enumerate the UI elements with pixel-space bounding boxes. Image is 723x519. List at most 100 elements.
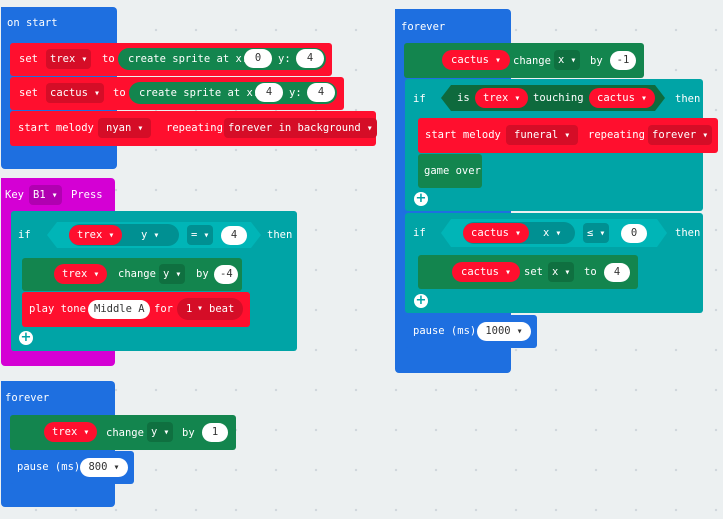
add-else-plus-icon[interactable]: + xyxy=(414,191,428,206)
touching-label: touching xyxy=(533,92,584,104)
melody-dropdown[interactable]: nyan xyxy=(98,118,152,138)
pause-ms-dropdown[interactable]: 1000 ▾ xyxy=(477,322,531,341)
create-sprite-reporter[interactable]: create sprite at x: 0 y: 4 xyxy=(118,48,326,70)
property-dropdown[interactable]: x xyxy=(539,223,565,243)
y-label: y: xyxy=(278,53,291,65)
trex-variable-dropdown[interactable]: trex xyxy=(44,422,98,442)
start-melody-block[interactable]: start melody nyan repeating forever in b… xyxy=(10,111,377,146)
is-label: is xyxy=(457,92,470,104)
note-input[interactable]: Middle A xyxy=(88,300,150,319)
trex-reporter[interactable]: trex y xyxy=(69,224,179,246)
cactus-reporter[interactable]: cactus x xyxy=(463,222,575,244)
game-over-label: game over xyxy=(424,165,481,177)
by-label: by xyxy=(590,55,603,67)
property-dropdown[interactable]: y xyxy=(159,264,186,284)
start-melody-label: start melody xyxy=(425,129,501,141)
create-sprite-label: create sprite at x: xyxy=(128,53,249,65)
set-value-input[interactable]: 4 xyxy=(604,263,630,282)
pause-value: 1000 xyxy=(485,325,511,337)
change-value-input[interactable]: 1 xyxy=(202,423,228,442)
by-label: by xyxy=(182,427,195,439)
compare-condition[interactable]: trex y = 4 xyxy=(47,222,261,248)
set-label: set xyxy=(524,266,543,278)
change-label: change xyxy=(118,268,156,280)
property-dropdown[interactable]: x xyxy=(548,262,575,282)
add-else-plus-icon[interactable]: + xyxy=(414,293,428,308)
operator-dropdown[interactable]: = xyxy=(187,225,213,245)
change-value-input[interactable]: -1 xyxy=(610,51,636,70)
cactus-variable-dropdown[interactable]: cactus xyxy=(442,50,510,70)
to-label: to xyxy=(113,87,126,99)
x-value-input[interactable]: 4 xyxy=(255,83,283,102)
create-sprite-label: create sprite at x: xyxy=(139,87,260,99)
touching-condition[interactable]: is trex touching cactus xyxy=(441,85,665,111)
for-label: for xyxy=(154,303,173,315)
if-label: if xyxy=(413,227,426,239)
play-tone-label: play tone xyxy=(29,303,86,315)
repeat-mode-dropdown[interactable]: forever in background xyxy=(224,118,377,138)
trex-variable-dropdown[interactable]: trex xyxy=(46,49,92,69)
start-melody-funeral-block[interactable]: start melody funeral repeating forever xyxy=(418,118,718,153)
to-label: to xyxy=(584,266,597,278)
change-cactus-x-block[interactable]: cactus change x by -1 xyxy=(404,43,644,78)
beat-dropdown[interactable]: 1 ▾ beat xyxy=(177,298,243,320)
then-label: then xyxy=(267,229,293,241)
x-value-input[interactable]: 0 xyxy=(244,49,272,68)
trex-variable-dropdown[interactable]: trex xyxy=(475,88,528,108)
y-label: y: xyxy=(289,87,302,99)
pause-label: pause (ms) xyxy=(413,325,477,337)
key-label: Key xyxy=(5,189,24,201)
compare-condition[interactable]: cactus x ≤ 0 xyxy=(441,219,667,247)
compare-value-input[interactable]: 4 xyxy=(221,226,247,245)
set-label: set xyxy=(19,53,38,65)
start-melody-label: start melody xyxy=(18,122,94,134)
to-label: to xyxy=(102,53,115,65)
repeating-label: repeating xyxy=(588,129,645,141)
then-label: then xyxy=(675,93,701,105)
press-label: Press xyxy=(71,189,103,201)
cactus-variable-dropdown[interactable]: cactus xyxy=(452,262,520,282)
forever-label: forever xyxy=(5,392,50,404)
pause-block-left[interactable]: pause (ms) 800 ▾ xyxy=(10,451,134,484)
chevron-down-icon: ▾ xyxy=(107,462,120,473)
cactus-variable-dropdown[interactable]: cactus xyxy=(589,88,655,108)
melody-dropdown[interactable]: funeral xyxy=(506,125,579,145)
property-dropdown[interactable]: x xyxy=(554,50,581,70)
set-cactus-block[interactable]: set cactus to create sprite at x: 4 y: 4 xyxy=(10,77,344,110)
set-cactus-x-block[interactable]: cactus set x to 4 xyxy=(418,255,638,289)
create-sprite-reporter[interactable]: create sprite at x: 4 y: 4 xyxy=(129,82,337,104)
pause-ms-dropdown[interactable]: 800 ▾ xyxy=(80,458,128,477)
change-label: change xyxy=(513,55,551,67)
change-trex-y-block[interactable]: trex change y by 1 xyxy=(10,415,236,450)
property-dropdown[interactable]: y xyxy=(137,225,163,245)
button-dropdown[interactable]: B1 xyxy=(29,185,62,205)
pause-value: 800 xyxy=(88,461,108,473)
beat-label: beat xyxy=(209,303,235,315)
trex-variable-dropdown[interactable]: trex xyxy=(54,264,108,284)
if-label: if xyxy=(18,229,31,241)
pause-label: pause (ms) xyxy=(17,461,81,473)
compare-value-input[interactable]: 0 xyxy=(621,224,647,243)
if-label: if xyxy=(413,93,426,105)
set-label: set xyxy=(19,87,38,99)
operator-dropdown[interactable]: ≤ xyxy=(583,223,609,243)
game-over-block[interactable]: game over xyxy=(418,154,482,188)
y-value-input[interactable]: 4 xyxy=(307,83,335,102)
play-tone-block[interactable]: play tone Middle A for 1 ▾ beat xyxy=(22,292,250,327)
repeat-mode-dropdown[interactable]: forever xyxy=(648,125,713,145)
change-trex-block[interactable]: trex change y by -4 xyxy=(22,258,242,291)
on-start-label: on start xyxy=(7,17,58,29)
trex-variable-dropdown[interactable]: trex xyxy=(69,225,122,245)
set-trex-block[interactable]: set trex to create sprite at x: 0 y: 4 xyxy=(10,43,332,76)
y-value-input[interactable]: 4 xyxy=(296,49,324,68)
add-else-plus-icon[interactable]: + xyxy=(19,330,33,345)
cactus-variable-dropdown[interactable]: cactus xyxy=(463,223,529,243)
pause-block-right[interactable]: pause (ms) 1000 ▾ xyxy=(405,315,537,348)
change-value-input[interactable]: -4 xyxy=(214,265,238,284)
chevron-down-icon: ▾ xyxy=(197,303,204,314)
repeating-label: repeating xyxy=(166,122,223,134)
cactus-variable-dropdown[interactable]: cactus xyxy=(46,83,104,103)
then-label: then xyxy=(675,227,701,239)
property-dropdown[interactable]: y xyxy=(147,422,174,442)
beat-count: 1 xyxy=(186,303,193,315)
